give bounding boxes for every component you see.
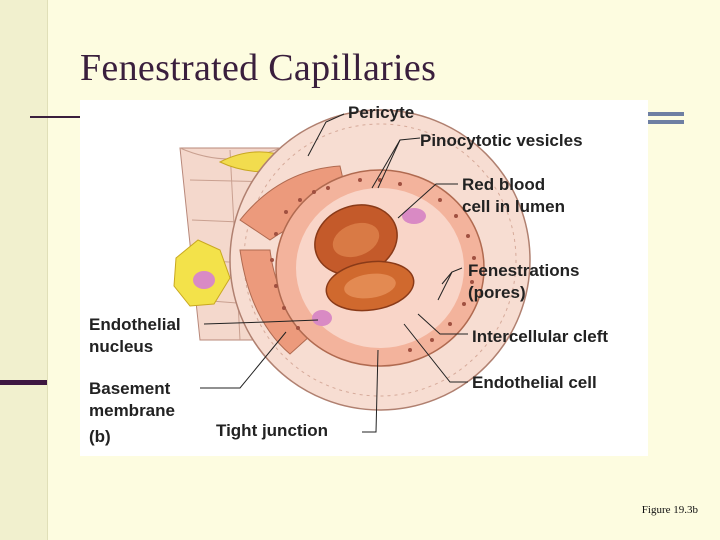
label-basement-membrane-line2: membrane (89, 401, 175, 420)
title-rule (30, 116, 90, 118)
label-tight-junction: Tight junction (216, 421, 329, 440)
right-accent-rule-bottom (646, 120, 684, 124)
pinocytotic-vesicle-dots (270, 178, 476, 352)
capillary-figure: Pericyte Pinocytotic vesicles Red blood … (80, 100, 648, 456)
label-pericyte: Pericyte (348, 103, 415, 122)
endothelial-nucleus-bottom (312, 310, 332, 326)
label-basement-membrane-line1: Basement (89, 379, 171, 398)
label-endothelial-nucleus-line1: Endothelial (89, 315, 181, 334)
panel-label: (b) (89, 427, 111, 446)
left-accent-bar (0, 380, 47, 385)
slide-title: Fenestrated Capillaries (80, 47, 437, 89)
label-endothelial-nucleus-line2: nucleus (89, 337, 154, 356)
right-accent-rule-top (646, 112, 684, 116)
endothelial-nucleus-top (402, 208, 426, 224)
label-intercellular-cleft: Intercellular cleft (472, 327, 609, 346)
label-red-blood-cell-line2: cell in lumen (462, 197, 565, 216)
label-red-blood-cell-line1: Red blood (462, 175, 546, 194)
endothelial-cell-lower (239, 249, 311, 355)
label-leader-lines (200, 113, 468, 433)
pericyte-nucleus (193, 271, 215, 289)
label-fenestrations-line1: Fenestrations (468, 261, 580, 280)
label-fenestrations-line2: (pores) (468, 283, 526, 302)
left-sidebar-band (0, 0, 48, 540)
figure-caption: Figure 19.3b (641, 504, 698, 516)
capillary-illustration (173, 109, 531, 433)
label-endothelial-cell: Endothelial cell (472, 373, 597, 392)
label-pinocytotic-vesicles: Pinocytotic vesicles (420, 131, 583, 150)
